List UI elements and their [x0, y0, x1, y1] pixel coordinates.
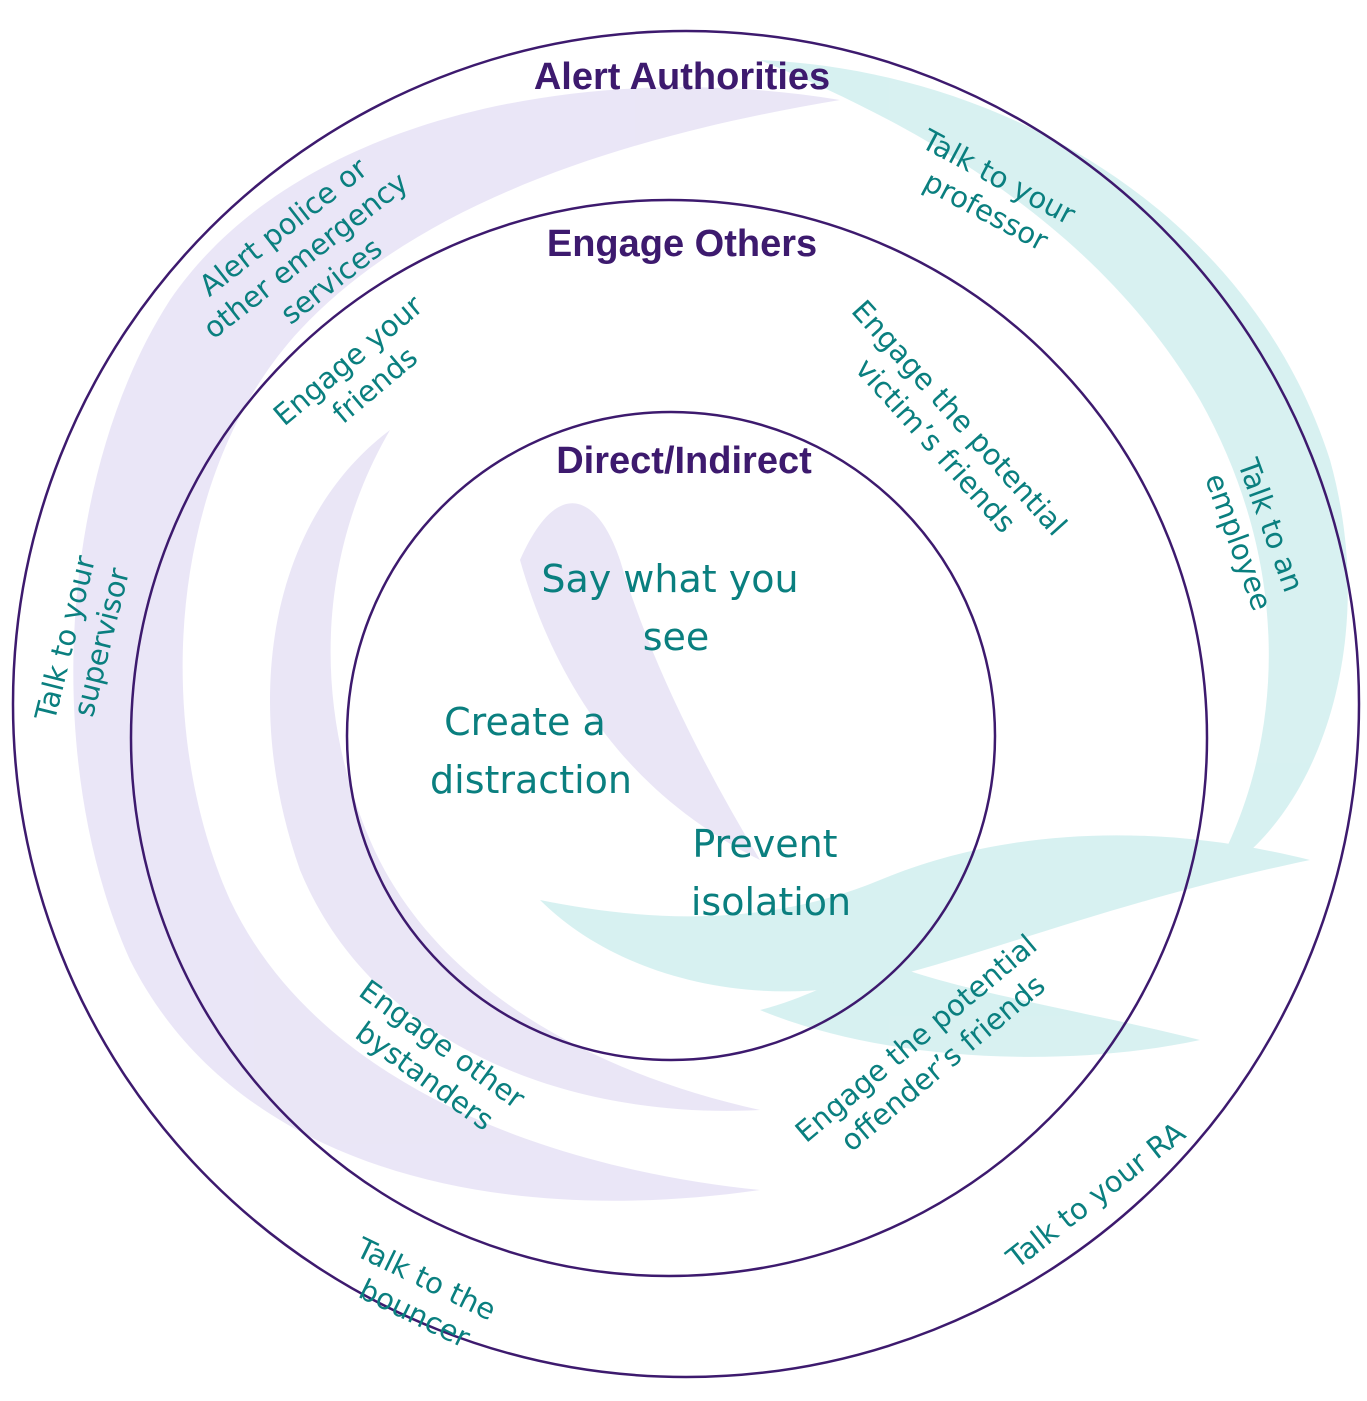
create-a-distraction-label: Create a distraction — [430, 700, 632, 802]
engage-victims-friends-label: Engage the potential victim’s friends — [818, 293, 1080, 573]
svg-text:Engage the potential vic: Engage the potential victim’s friends — [818, 293, 1080, 573]
say-what-you-see-label: Say what you see — [541, 557, 810, 659]
phoenix-wing-mid-arc — [270, 430, 760, 1111]
talk-to-bouncer-label: Talk to the bouncer — [334, 1230, 509, 1363]
phoenix-wing-outer-arc — [73, 87, 840, 1201]
phoenix-wing-outer-arc-teal — [760, 60, 1348, 880]
outer-ring-title: Alert Authorities — [534, 56, 830, 98]
middle-ring — [129, 198, 1209, 1278]
inner-ring-title: Direct/Indirect — [556, 440, 812, 482]
svg-text:Talk to the bouncer: Talk to the bouncer — [334, 1230, 509, 1363]
outer-ring — [11, 29, 1361, 1379]
middle-ring-title: Engage Others — [547, 223, 817, 265]
phoenix-body — [520, 503, 760, 860]
phoenix-tail-2 — [760, 960, 1200, 1057]
phoenix-watermark — [73, 60, 1348, 1201]
prevent-isolation-label: Prevent isolation — [691, 822, 851, 924]
phoenix-tail — [540, 835, 1310, 992]
inner-ring — [345, 410, 997, 1062]
